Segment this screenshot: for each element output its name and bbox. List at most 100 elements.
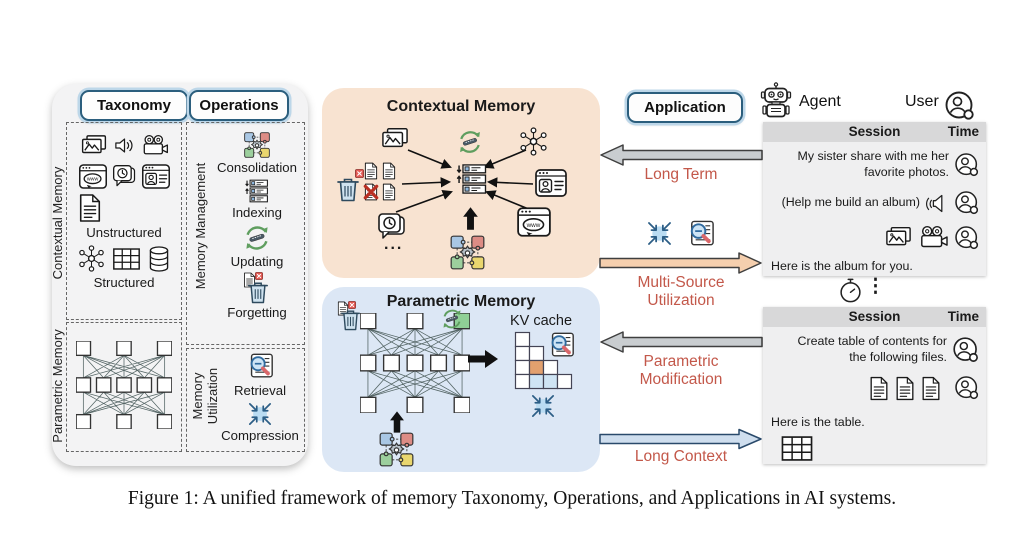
parametric-modification-arrow xyxy=(600,331,763,353)
updating-label: Updating xyxy=(230,254,284,269)
long-term-arrow xyxy=(600,144,763,166)
up-arrow xyxy=(461,206,480,231)
session-panel-2: Session Time Create table of contents fo… xyxy=(763,307,986,464)
clock-chat-icon xyxy=(111,164,138,189)
message-text: Here is the table. xyxy=(771,415,865,429)
session-1-header: Session Time xyxy=(763,122,986,142)
contextual-memory-diagram: Contextual Memory . xyxy=(322,88,600,278)
picture-icon xyxy=(884,225,913,250)
session-header-label: Session xyxy=(848,309,901,324)
forgetting-icon xyxy=(242,272,272,304)
consolidation-icon xyxy=(243,131,271,159)
retrieval-label: Retrieval xyxy=(233,383,287,398)
long-term-label: Long Term xyxy=(644,166,718,183)
session-header-label: Session xyxy=(848,124,901,139)
web-browser-icon xyxy=(78,163,108,190)
parametric-memory-side-label: Parametric Memory xyxy=(50,329,65,443)
contextual-arrows xyxy=(395,149,534,213)
agent-message: Here is the album for you. xyxy=(771,259,980,275)
compression-icon xyxy=(646,220,673,247)
structured-label: Structured xyxy=(93,275,155,290)
timer-icon xyxy=(838,277,863,304)
taxonomy-operations-panel: Taxonomy Operations Contextual Memory Pa… xyxy=(50,84,308,466)
agent-label: Agent xyxy=(799,93,841,110)
contextual-memory-side-label: Contextual Memory xyxy=(50,166,65,280)
compression-icon xyxy=(247,401,273,427)
multi-source-label: Multi-Source Utilization xyxy=(637,274,725,309)
compression-label: Compression xyxy=(221,428,299,443)
retrieval-icon xyxy=(546,331,576,361)
contextual-taxonomy-box: Unstructured Structured xyxy=(66,122,182,320)
user-icon xyxy=(944,90,976,122)
retrieval-icon xyxy=(245,352,275,382)
right-arrow xyxy=(468,349,498,369)
profile-card-icon xyxy=(141,163,171,190)
contextual-memory-title: Contextual Memory xyxy=(386,98,536,115)
file-icon xyxy=(868,376,890,401)
user-icon xyxy=(952,336,980,364)
up-arrow xyxy=(388,411,406,433)
updating-icon xyxy=(440,307,464,331)
session-2-header: Session Time xyxy=(763,307,986,327)
neural-network-diagram xyxy=(76,341,172,429)
table-icon xyxy=(777,435,817,462)
operations-button: Operations xyxy=(189,90,289,121)
user-message: Create table of contents for the followi… xyxy=(771,334,980,365)
kv-cache-label: KV cache xyxy=(509,313,573,329)
user-message-attachments xyxy=(771,375,980,401)
user-message: My sister share with me her favorite pho… xyxy=(771,149,980,180)
parametric-memory-title: Parametric Memory xyxy=(386,293,536,310)
memory-management-label: Memory Management xyxy=(193,162,208,290)
user-icon xyxy=(954,375,980,401)
parametric-memory-diagram: Parametric Memory KV cache xyxy=(322,287,600,472)
taxonomy-button: Taxonomy xyxy=(80,90,188,121)
speaker-icon xyxy=(925,193,949,214)
file-icon xyxy=(920,376,942,401)
long-context-arrow xyxy=(599,428,762,450)
updating-icon xyxy=(242,223,272,253)
agent-message: Here is the table. xyxy=(771,415,980,431)
web-browser-icon xyxy=(516,206,552,238)
message-text: Create table of contents for the followi… xyxy=(797,334,947,364)
indexing-icon xyxy=(454,162,490,196)
parametric-taxonomy-box xyxy=(66,322,182,452)
user-icon xyxy=(954,152,980,178)
document-icon xyxy=(77,193,103,223)
user-icon xyxy=(954,190,980,216)
application-button: Application xyxy=(627,92,743,123)
time-header-label: Time xyxy=(947,124,979,139)
consolidation-label: Consolidation xyxy=(217,160,297,175)
video-camera-icon xyxy=(141,133,169,158)
neural-network-diagram xyxy=(360,313,470,413)
unstructured-label: Unstructured xyxy=(86,225,162,240)
knowledge-graph-icon xyxy=(77,244,106,273)
memory-management-box: Memory Management Consolidation Indexing… xyxy=(186,122,305,345)
forgetting-label: Forgetting xyxy=(227,305,287,320)
user-icon xyxy=(954,225,980,251)
consolidation-icon xyxy=(378,431,415,468)
message-text: Here is the album for you. xyxy=(771,259,913,273)
parametric-modification-label: Parametric Modification xyxy=(639,353,723,388)
speaker-icon xyxy=(113,134,136,157)
table-icon xyxy=(112,247,141,271)
user-message: (Help me build an album) xyxy=(771,190,980,216)
forgetting-documents-cluster xyxy=(336,162,398,210)
knowledge-graph-icon xyxy=(518,126,549,157)
file-icon xyxy=(894,376,916,401)
user-label: User xyxy=(905,93,939,110)
picture-icon xyxy=(380,126,410,152)
session-panel-1: Session Time My sister share with me her… xyxy=(763,122,986,276)
message-text: My sister share with me her favorite pho… xyxy=(797,149,949,179)
user-message-attachments xyxy=(771,224,980,251)
picture-icon xyxy=(80,133,108,158)
indexing-label: Indexing xyxy=(232,205,282,220)
time-header-label: Time xyxy=(947,309,979,324)
updating-icon xyxy=(456,128,484,156)
retrieval-icon xyxy=(685,219,716,250)
agent-message-attachment xyxy=(777,435,980,462)
long-context-label: Long Context xyxy=(634,448,728,465)
consolidation-icon xyxy=(449,234,486,271)
indexing-icon xyxy=(243,178,271,204)
profile-card-icon xyxy=(534,168,568,198)
